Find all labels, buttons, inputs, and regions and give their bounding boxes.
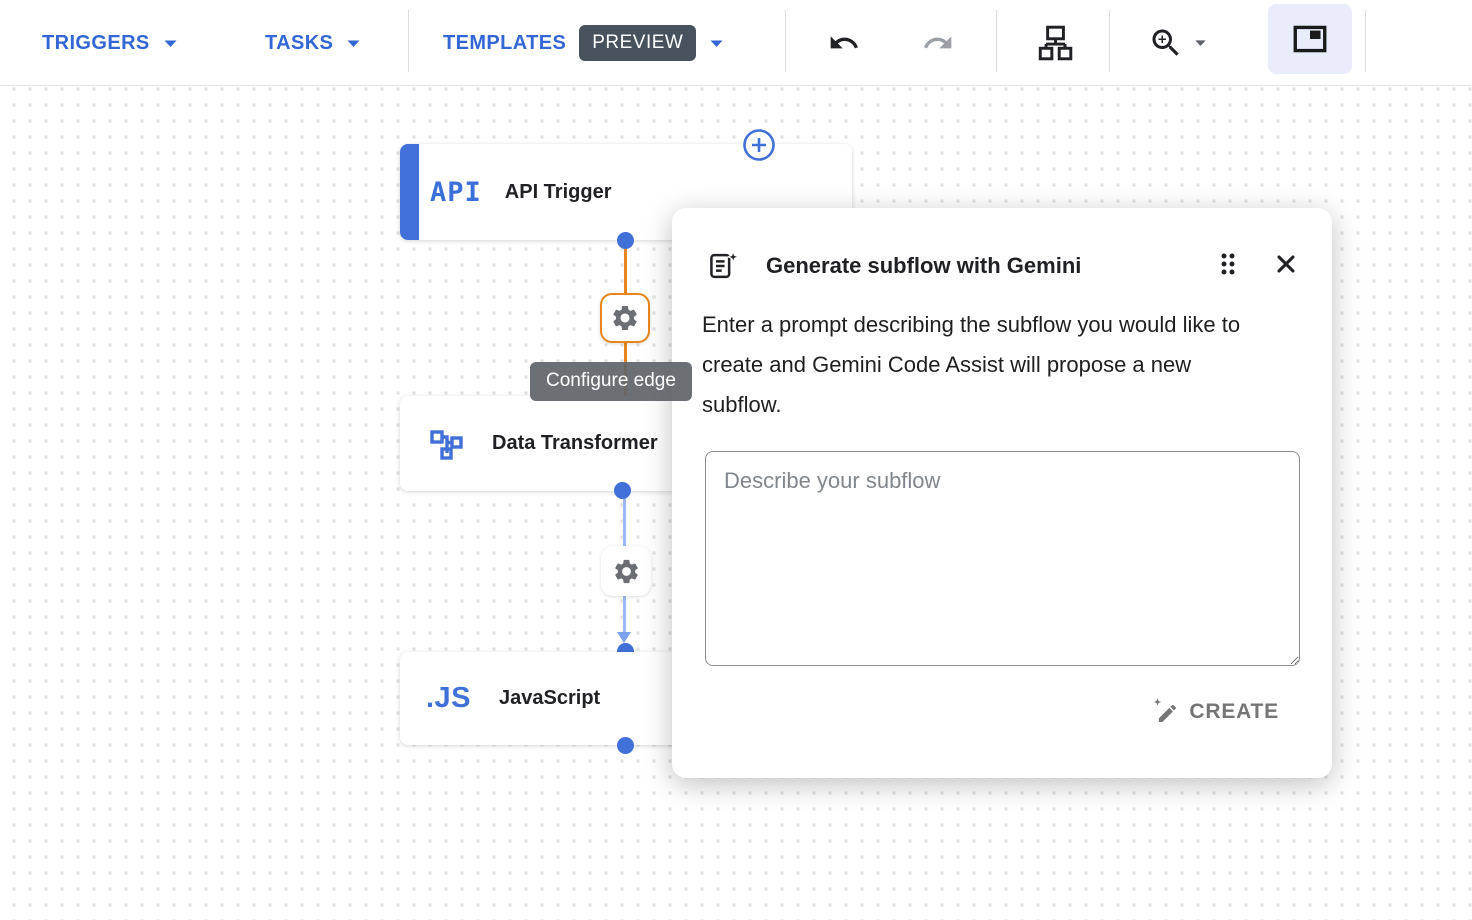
javascript-icon: .JS <box>426 682 472 714</box>
chevron-down-icon <box>164 40 177 47</box>
dialog-footer: CREATE <box>1152 698 1279 725</box>
templates-menu-button[interactable]: TEMPLATES PREVIEW <box>443 0 724 86</box>
tasks-menu-button[interactable]: TASKS <box>265 0 361 86</box>
dialog-description: Enter a prompt describing the subflow yo… <box>702 312 1241 417</box>
toolbar-divider <box>1365 10 1366 72</box>
edge-endpoint <box>617 232 634 249</box>
edge-arrowhead-icon <box>617 632 631 643</box>
drag-handle-icon <box>1221 253 1235 275</box>
dialog-title: Generate subflow with Gemini <box>766 252 1082 278</box>
toolbar-divider <box>996 10 997 72</box>
create-button[interactable]: CREATE <box>1152 698 1279 725</box>
configure-edge-tooltip: Configure edge <box>530 362 692 401</box>
gear-icon <box>614 559 638 583</box>
configure-edge-button[interactable] <box>600 293 650 343</box>
edge-endpoint <box>617 737 634 754</box>
toggle-panel-button[interactable] <box>1268 4 1352 74</box>
node-label: Data Transformer <box>492 432 658 454</box>
api-trigger-icon: API <box>430 176 482 208</box>
close-dialog-button[interactable] <box>1270 248 1302 283</box>
redo-button[interactable] <box>916 0 960 86</box>
preview-badge: PREVIEW <box>579 25 697 61</box>
toolbar-divider <box>785 10 786 72</box>
panel-toggle-icon <box>1293 25 1327 53</box>
configure-edge-button[interactable] <box>601 546 651 596</box>
tasks-label: TASKS <box>265 31 334 54</box>
add-circle-icon <box>743 129 775 161</box>
triggers-label: TRIGGERS <box>42 31 150 54</box>
generate-document-icon <box>710 249 740 278</box>
data-transformer-icon <box>430 429 463 460</box>
zoom-in-icon <box>1152 29 1179 56</box>
node-label: JavaScript <box>499 687 601 709</box>
chevron-down-icon <box>347 40 360 47</box>
zoom-menu-button[interactable] <box>1148 0 1207 86</box>
triggers-menu-button[interactable]: TRIGGERS <box>42 0 178 86</box>
toolbar-divider <box>1109 10 1110 72</box>
add-node-button[interactable] <box>742 128 776 162</box>
create-button-label: CREATE <box>1189 699 1279 723</box>
generate-subflow-dialog: Generate subflow with Gemini Enter a pro… <box>672 208 1332 778</box>
drag-handle[interactable] <box>1217 249 1238 282</box>
dialog-header: Generate subflow with Gemini <box>672 208 1332 283</box>
templates-label: TEMPLATES <box>443 31 567 54</box>
toolbar: TRIGGERS TASKS TEMPLATES PREVIEW <box>0 0 1472 86</box>
auto-layout-button[interactable] <box>1032 0 1078 86</box>
schema-icon <box>1038 25 1073 61</box>
toolbar-divider <box>408 10 409 72</box>
trigger-accent-bar <box>400 144 419 240</box>
redo-icon <box>924 36 952 49</box>
edge-endpoint <box>614 482 631 499</box>
subflow-prompt-input[interactable] <box>705 451 1300 666</box>
magic-pen-icon <box>1154 698 1177 722</box>
gear-icon <box>613 306 637 330</box>
undo-icon <box>830 36 858 49</box>
node-label: API Trigger <box>504 180 612 203</box>
chevron-down-icon <box>710 40 723 47</box>
close-icon <box>1277 255 1295 273</box>
chevron-down-icon <box>1195 40 1206 47</box>
undo-button[interactable] <box>822 0 866 86</box>
